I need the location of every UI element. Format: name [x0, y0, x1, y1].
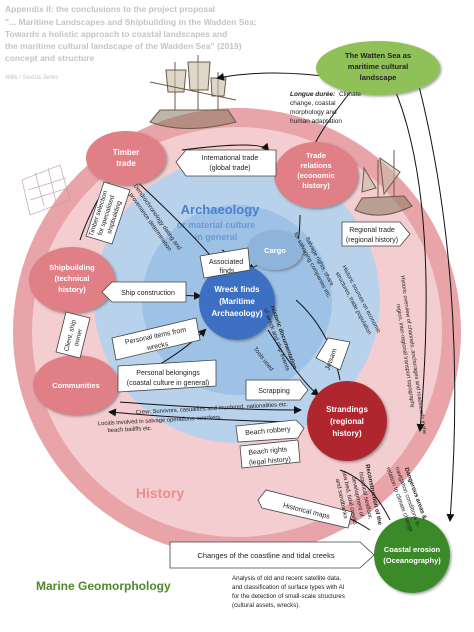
international-trade-line-2: (global trade): [209, 165, 250, 172]
watten-sea-line-3: landscape: [360, 73, 397, 82]
ship-illustration-left: [21, 164, 71, 216]
wreck-finds-line-3: Archaeology): [211, 309, 262, 318]
header-author: Wills / Sextus Jenks: [5, 75, 58, 81]
associated-finds-box: Associated finds: [199, 247, 251, 279]
beach-rights-line-1: Beach rights: [248, 446, 288, 456]
archaeology-title: Archaeology: [181, 202, 261, 217]
timber-trade-line-1: Timber: [113, 148, 140, 157]
strandings-line-1: Strandings: [326, 405, 368, 414]
shipbuilding-line-1: Shipbuilding: [49, 263, 95, 272]
locals-line-2: beach bailiffs etc.: [107, 426, 152, 434]
ship-construction-box: Ship construction: [101, 281, 187, 303]
jetsam-box: Jetsam: [315, 337, 351, 371]
trade-relations-line-3: (economic: [297, 171, 335, 180]
trade-relations-line-1: Trade: [306, 151, 326, 160]
cargo-node[interactable]: Cargo: [247, 230, 303, 270]
longue-duree-line-1: Longue durée: Climate: [290, 91, 361, 98]
coastal-erosion-line-1: Coastal erosion: [384, 545, 441, 554]
beach-robbery-box: Beach robbery: [235, 419, 305, 443]
associated-finds-line-2: finds: [220, 268, 235, 275]
communities-node[interactable]: Communities: [33, 355, 119, 415]
header-title-line-5: concept and structure: [5, 53, 95, 63]
regional-trade-line-1: Regional trade: [349, 227, 395, 234]
trade-relations-node[interactable]: Trade relations (economic history): [274, 142, 358, 208]
watten-sea-line-1: The Watten Sea as: [345, 51, 411, 60]
scrapping-box: Scrapping: [245, 379, 309, 401]
coastal-erosion-line-2: (Oceanography): [383, 556, 441, 565]
associated-finds-line-1: Associated: [209, 259, 243, 266]
strandings-node[interactable]: Strandings (regional history): [307, 381, 387, 461]
marine-geomorphology-label: Marine Geomorphology: [36, 579, 171, 593]
trade-relations-line-2: relations: [300, 161, 331, 170]
coastal-erosion-text-box: Analysis of old and recent satellite dat…: [232, 575, 345, 609]
wreck-finds-node[interactable]: Wreck finds (Maritime Archaeology): [199, 264, 275, 340]
header-title-line-2: "... Maritime Landscapes and Shipbuildin…: [5, 17, 257, 27]
wreck-finds-line-2: (Maritime: [219, 297, 255, 306]
longue-duree-text-2: change, coastal: [290, 100, 336, 107]
cargo-label: Cargo: [264, 246, 286, 255]
archaeology-subtitle-1: or material culture: [177, 220, 256, 230]
longue-duree-note: Longue durée: Climate change, coastal mo…: [290, 91, 361, 125]
communities-label: Communities: [52, 381, 100, 390]
watten-sea-node[interactable]: The Watten Sea as maritime cultural land…: [316, 41, 440, 95]
longue-duree-text-1: Climate: [339, 91, 361, 98]
personal-belongings-box: Personal belongings (coastal culture in …: [117, 359, 217, 393]
satellite-text-line-1: Analysis of old and recent satellite dat…: [232, 575, 341, 582]
personal-items-box: Personal items from wrecks: [111, 317, 201, 361]
ship-construction-label: Ship construction: [121, 290, 175, 297]
regional-trade-box: Regional trade (regional history): [341, 221, 411, 247]
timber-trade-node[interactable]: Timber trade: [86, 131, 166, 185]
header-title-line-3: Towards a holistic approach to coastal l…: [5, 29, 227, 39]
client-owner-box: Client, ship owner: [55, 311, 91, 359]
wreck-finds-line-1: Wreck finds: [214, 285, 260, 294]
longue-duree-title: Longue durée:: [290, 91, 335, 98]
header-title-line-4: the maritime cultural landscape of the W…: [5, 41, 242, 51]
satellite-text-line-2: and classification of surface types with…: [232, 584, 345, 591]
longue-duree-text-3: morphology and: [290, 109, 337, 116]
strandings-line-2: (regional: [330, 417, 364, 426]
beach-rights-box: Beach rights (legal history): [239, 439, 301, 469]
scrapping-label: Scrapping: [258, 388, 290, 395]
client-owner-line-2: owner: [73, 327, 84, 347]
regional-trade-line-2: (regional history): [346, 237, 398, 244]
coastline-changes-label: Changes of the coastline and tidal creek…: [197, 551, 334, 560]
coastal-erosion-node[interactable]: Coastal erosion (Oceanography): [374, 517, 450, 593]
beach-rights-line-2: (legal history): [249, 456, 291, 467]
history-label: History: [136, 485, 184, 501]
ship-illustration-right: [354, 150, 413, 216]
longue-duree-text-4: human adaptation: [290, 118, 342, 125]
archaeology-subtitle-2: in general: [195, 232, 238, 242]
trade-relations-line-4: history): [302, 181, 330, 190]
satellite-text-line-3: for the detection of small-scale structu…: [232, 593, 345, 600]
shipbuilding-line-3: history): [58, 285, 86, 294]
personal-items-line-2: wrecks: [145, 341, 169, 353]
header-block: Appendix II: the conclusions to the proj…: [5, 4, 257, 81]
ship-illustration-top: [149, 55, 237, 129]
shipbuilding-node[interactable]: Shipbuilding (technical history): [29, 247, 115, 313]
ring-labels: Archaeology or material culture in gener…: [36, 202, 260, 593]
international-trade-box: International trade (global trade): [175, 149, 277, 177]
personal-belongings-line-1: Personal belongings: [136, 370, 200, 377]
strandings-line-3: history): [332, 429, 362, 438]
satellite-text-line-4: (cultural assets, wrecks).: [232, 602, 300, 609]
coastline-changes-box: Changes of the coastline and tidal creek…: [169, 541, 375, 569]
timber-trade-line-2: trade: [116, 159, 136, 168]
beach-robbery-label: Beach robbery: [245, 426, 291, 437]
header-title-line-1: Appendix II: the conclusions to the proj…: [5, 4, 215, 14]
personal-belongings-line-2: (coastal culture in general): [127, 380, 210, 387]
shipbuilding-line-2: (technical: [54, 274, 89, 283]
international-trade-line-1: International trade: [202, 155, 259, 162]
watten-sea-line-2: maritime cultural: [348, 62, 408, 71]
